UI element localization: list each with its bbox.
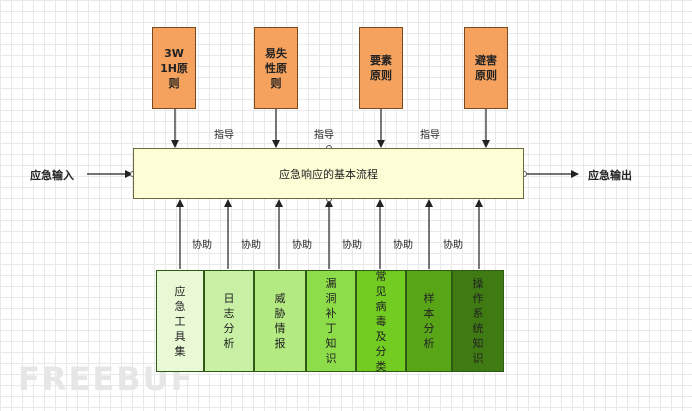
- knowledge-box-toolkit: 应急工具集: [156, 270, 204, 372]
- guide-label: 指导: [214, 130, 234, 141]
- assist-label: 协助: [342, 240, 362, 251]
- knowledge-box-log-analysis: 日志分析: [204, 270, 254, 372]
- knowledge-box-virus: 常见病毒及分类: [356, 270, 406, 373]
- knowledge-box-sample: 样本分析: [406, 270, 452, 372]
- assist-label: 协助: [393, 240, 413, 251]
- assist-label: 协助: [192, 240, 212, 251]
- knowledge-box-os: 操作系统知识: [452, 270, 504, 372]
- assist-label: 协助: [292, 240, 312, 251]
- output-label: 应急输出: [588, 169, 632, 182]
- guide-label: 指导: [420, 130, 440, 141]
- process-box: 应急响应的基本流程: [133, 148, 524, 199]
- assist-label: 协助: [443, 240, 463, 251]
- principle-box-avoid-harm: 避害原则: [464, 27, 508, 109]
- assist-label: 协助: [241, 240, 261, 251]
- knowledge-box-threat-intel: 威胁情报: [254, 270, 306, 372]
- principle-box-volatility: 易失性原则: [254, 27, 298, 109]
- guide-label: 指导: [314, 130, 334, 141]
- principle-box-elements: 要素原则: [359, 27, 403, 109]
- knowledge-box-patch: 漏洞补丁知识: [306, 270, 356, 372]
- input-label: 应急输入: [30, 169, 74, 182]
- principle-box-3w1h: 3W 1H原则: [152, 27, 196, 109]
